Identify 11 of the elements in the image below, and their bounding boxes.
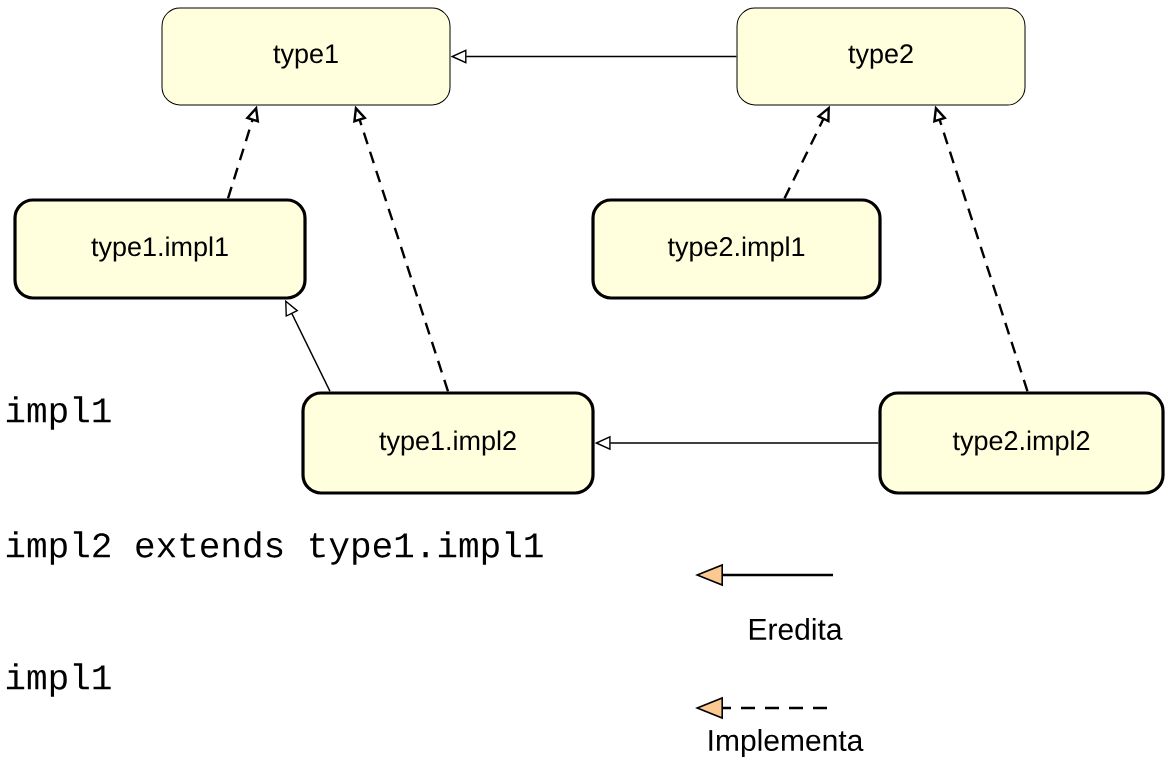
class-box: type2 [736,7,1026,106]
class-box: type1.impl2 [301,391,595,495]
code-text: impl1 [6,663,111,697]
code-text: impl1 [6,396,111,430]
code-text: impl2 extends type1.impl1 [6,531,543,565]
legend-text: Eredita [749,618,843,640]
class-box: type2.impl2 [878,391,1165,495]
class-box: type1 [161,7,451,106]
class-box: type2.impl1 [591,198,882,300]
legend-text: Implementa [709,729,864,757]
class-box: type1.impl1 [13,198,307,300]
